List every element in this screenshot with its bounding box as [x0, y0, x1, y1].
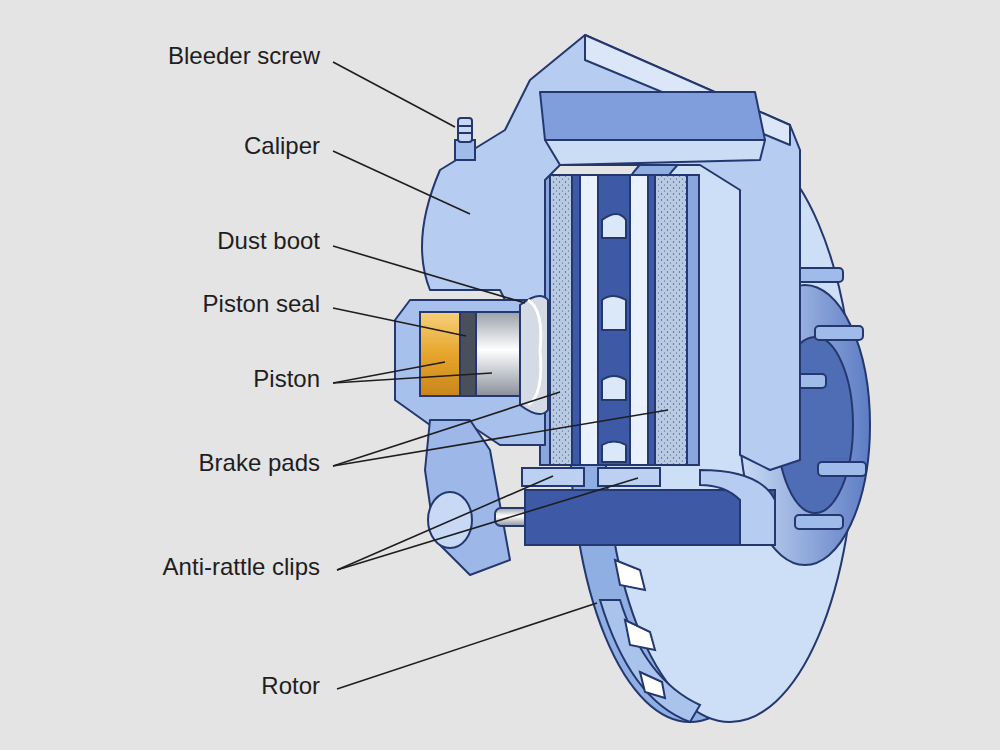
anti-rattle-clip — [598, 468, 660, 486]
caliper — [395, 35, 800, 575]
leader-line — [337, 603, 597, 689]
part-label: Bleeder screw — [168, 42, 320, 71]
part-label: Rotor — [261, 672, 320, 701]
rotor-vanes — [615, 560, 665, 698]
rotor-core — [570, 175, 655, 465]
piston-assembly — [420, 296, 548, 414]
anti-rattle-clip — [522, 468, 584, 486]
leader-line — [333, 392, 560, 466]
piston-seal — [460, 312, 476, 396]
caliper-bridge — [540, 92, 765, 140]
leader-line — [333, 62, 455, 127]
bleeder-screw — [455, 118, 475, 160]
leader-line — [333, 246, 525, 303]
brake-pads — [540, 175, 699, 465]
leader-line — [337, 478, 638, 570]
piston — [476, 312, 522, 396]
part-label: Piston seal — [203, 290, 320, 319]
leader-line — [337, 476, 553, 570]
rotor — [570, 138, 855, 722]
part-label: Dust boot — [217, 227, 320, 256]
part-label: Anti-rattle clips — [163, 553, 320, 582]
piston-bore — [420, 312, 480, 396]
leader-line — [333, 308, 466, 336]
rotor-vanes — [602, 214, 626, 462]
leader-lines — [333, 62, 668, 689]
dust-boot — [520, 296, 548, 414]
outboard-pad — [655, 175, 687, 465]
leader-line — [333, 410, 668, 466]
rotor-plate — [630, 175, 648, 465]
inboard-pad — [548, 175, 572, 465]
caliper-bridge-face — [545, 140, 765, 165]
part-label: Brake pads — [199, 449, 320, 478]
rotor-vent — [600, 600, 700, 722]
caliper-lower — [700, 470, 775, 545]
rotor-face — [605, 138, 855, 722]
rotor-section — [570, 175, 655, 465]
part-label: Piston — [253, 365, 320, 394]
part-label: Caliper — [244, 132, 320, 161]
leader-line — [333, 151, 470, 214]
leader-line — [333, 373, 492, 383]
pad-backing — [687, 175, 699, 465]
